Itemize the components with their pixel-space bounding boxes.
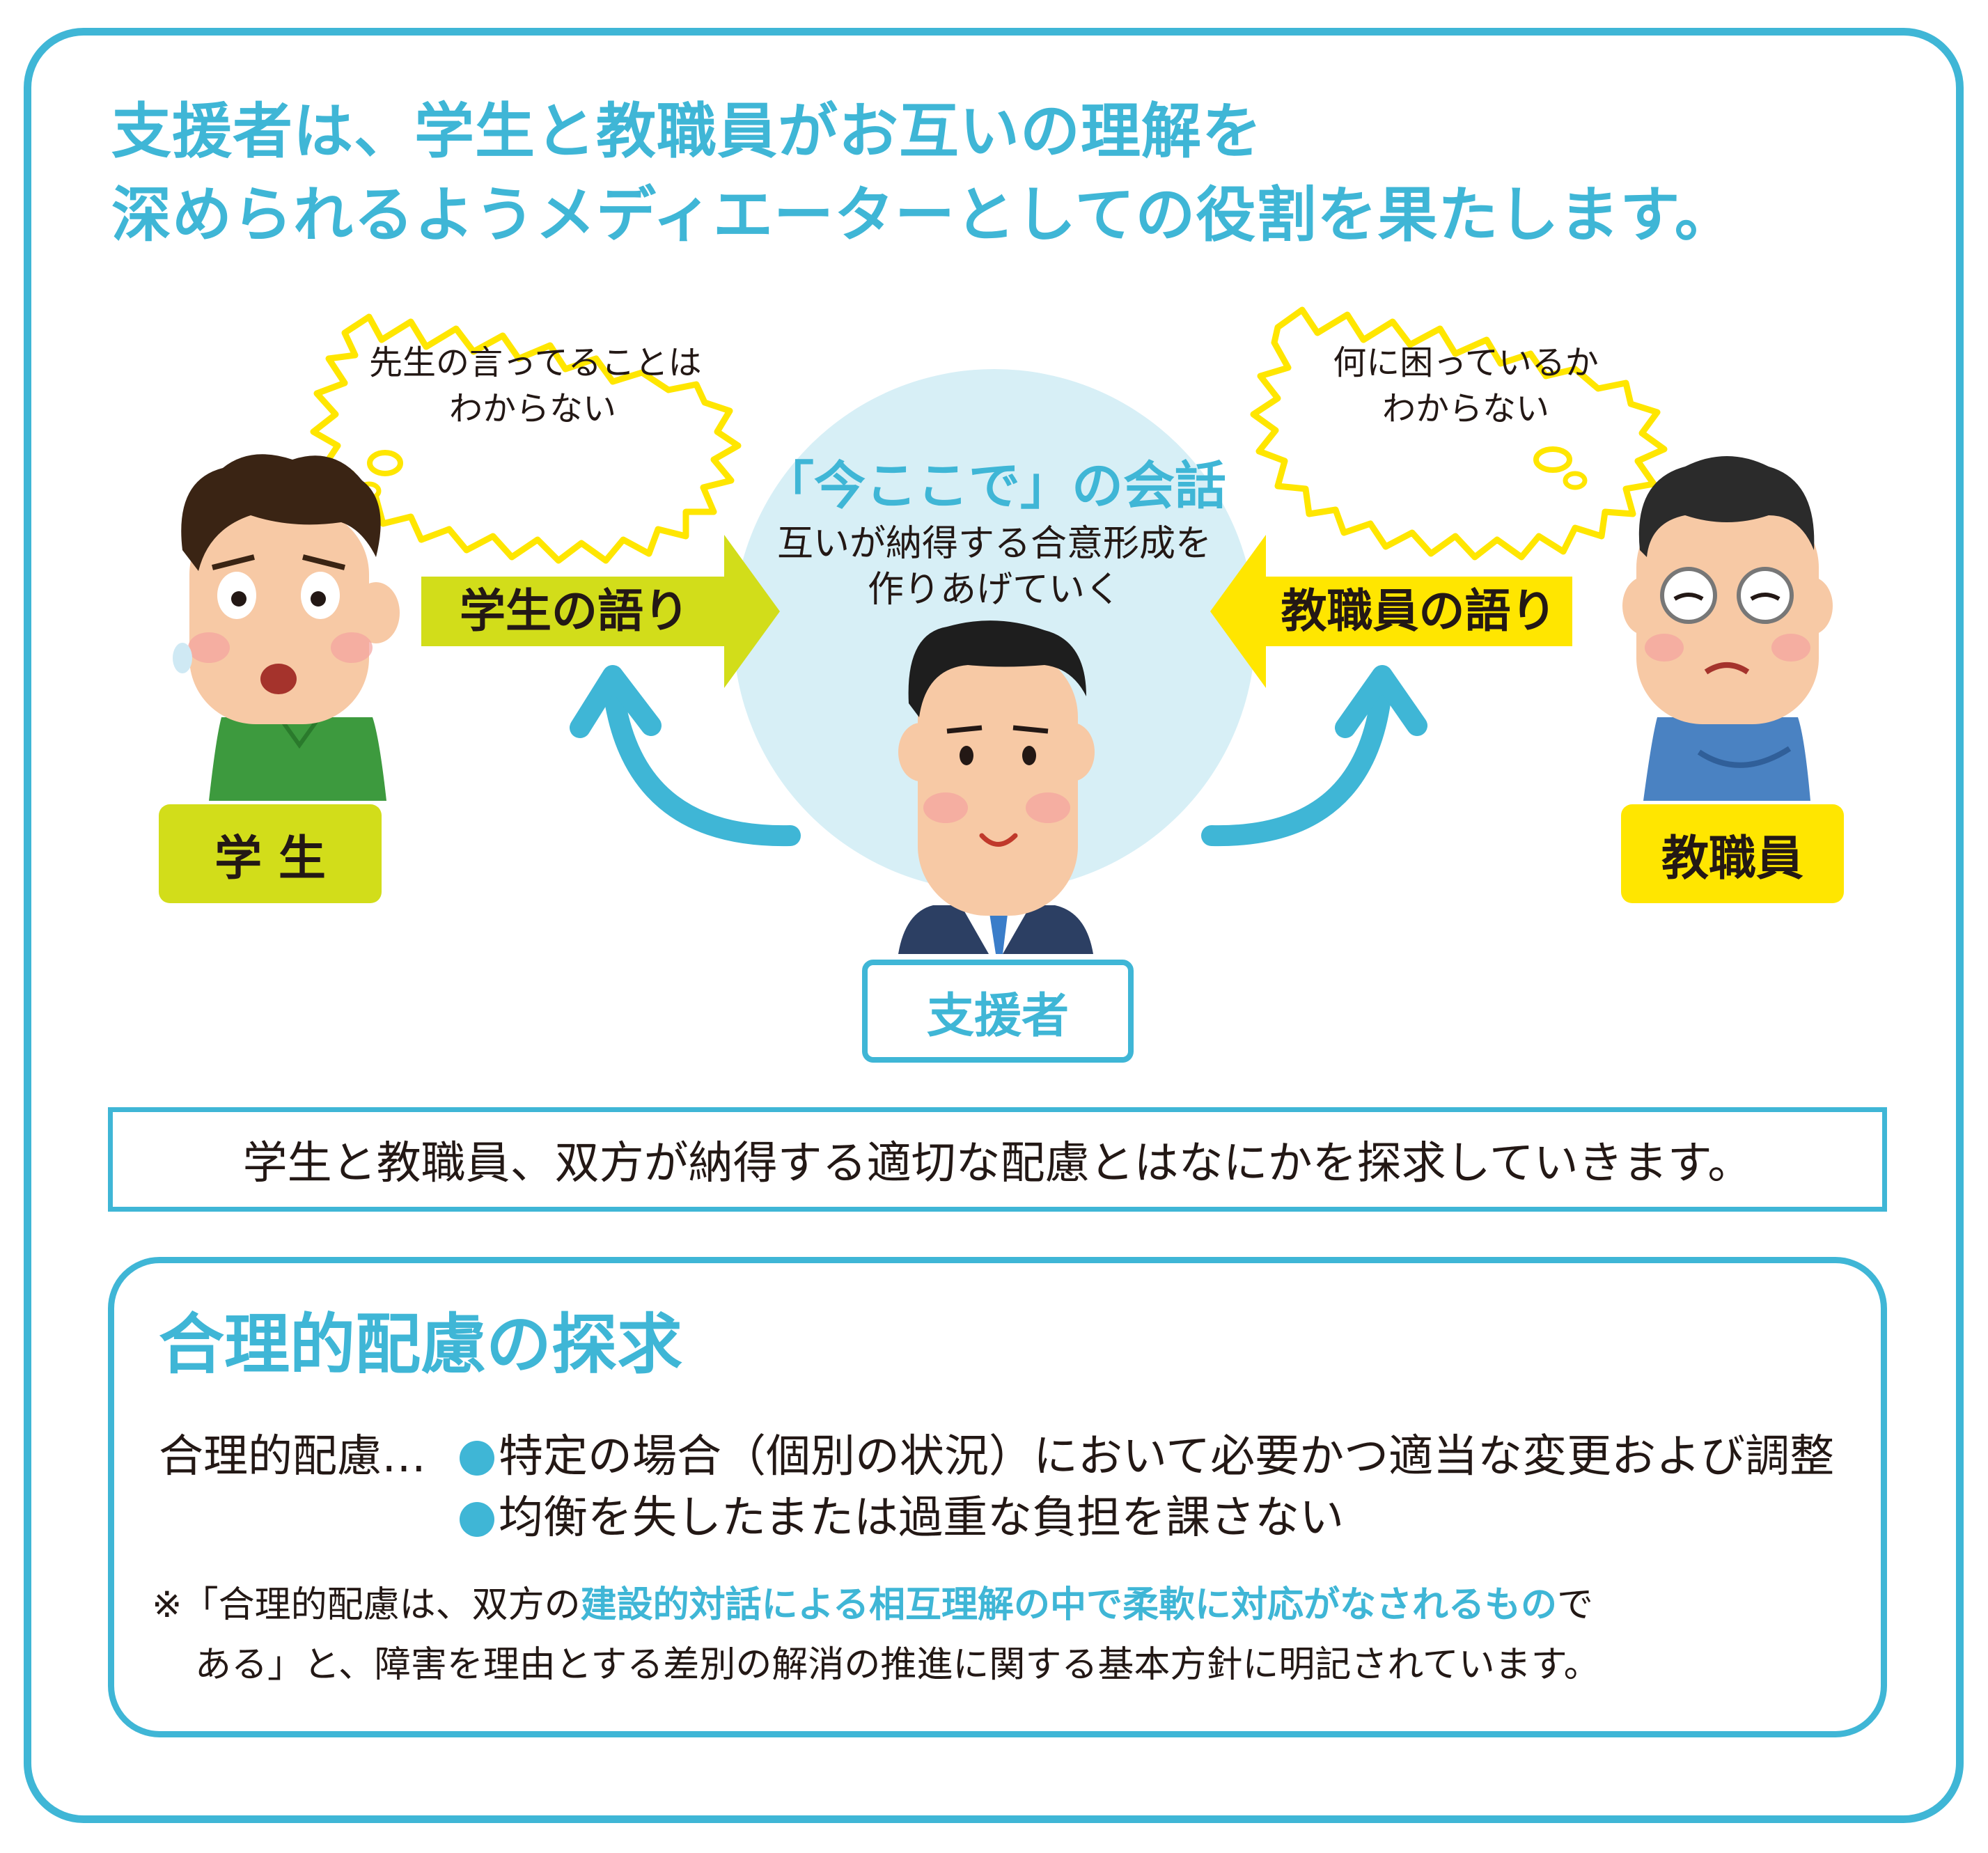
student-label: 学 生 [159,804,382,903]
conversation-desc-line-1: 互いが納得する合意形成を [776,523,1212,565]
note-highlight: 建設的対話による相互理解の中で柔軟に対応がなされるもの [580,1584,1558,1626]
definition-point-2: 均衡を失したまたは過重な負担を課さない [460,1482,1344,1546]
left-curved-arrow [570,665,801,847]
student-narrative-label: 学生の語り [460,584,689,638]
bullet-dot-icon [460,1441,494,1476]
student-thought-bubble [310,313,742,564]
student-thought-line-2: わからない [448,389,616,428]
right-curved-arrow [1201,665,1427,847]
supporter-label: 支援者 [862,960,1134,1063]
definition-point-1: 特定の場合（個別の状況）において必要かつ適当な変更および調整 [460,1421,1834,1485]
conversation-heading: 「今ここで」の会話 [762,456,1226,516]
staff-thought: 何に困っているか わからない [1302,340,1629,432]
student-thought: 先生の言ってることは わからない [369,340,702,432]
staff-label: 教職員 [1621,804,1844,903]
staff-thought-line-2: わからない [1382,389,1549,428]
title-line-2: 深められるようメディエーターとしての役割を果たします。 [111,180,1735,250]
note-line-1: ※「合理的配慮は、双方の建設的対話による相互理解の中で柔軟に対応がなされるもので [152,1575,1593,1627]
summary-box: 学生と教職員、双方が納得する適切な配慮とはなにかを探求していきます。 [108,1107,1887,1212]
definition-point-2-text: 均衡を失したまたは過重な負担を課さない [499,1492,1345,1544]
conversation-desc-line-2: 作りあげていく [867,569,1121,611]
note-suffix: で [1557,1584,1594,1626]
bullet-dot-icon [460,1502,494,1537]
note-prefix: ※「合理的配慮は、双方の [152,1584,581,1626]
staff-thought-bubble [1250,306,1668,561]
title-line-1: 支援者は、学生と教職員がお互いの理解を [111,97,1262,166]
definition-term: 合理的配慮… [159,1431,426,1483]
conversation-description: 互いが納得する合意形成を 作りあげていく [751,521,1238,613]
staff-narrative-label: 教職員の語り [1281,584,1557,638]
student-illustration [173,454,400,801]
supporter-illustration [898,620,1095,954]
exploration-panel [108,1257,1887,1737]
student-thought-line-1: 先生の言ってることは [369,343,702,382]
staff-thought-line-1: 何に困っているか [1333,343,1599,382]
staff-illustration [1622,456,1833,801]
staff-arrow [1210,535,1572,688]
summary-text: 学生と教職員、双方が納得する適切な配慮とはなにかを探求していきます。 [242,1138,1753,1189]
outer-frame [24,28,1964,1823]
student-arrow [421,535,780,688]
exploration-heading: 合理的配慮の探求 [159,1307,683,1383]
note-line-2: ある」と、障害を理由とする差別の解消の推進に関する基本方針に明記されています。 [195,1644,1600,1686]
definition-point-1-text: 特定の場合（個別の状況）において必要かつ適当な変更および調整 [499,1431,1835,1483]
